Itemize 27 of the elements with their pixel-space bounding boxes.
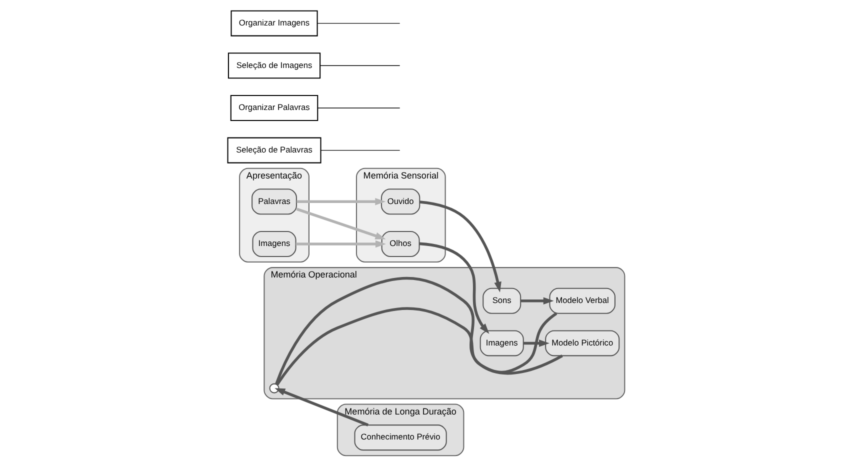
node-box: Palavras bbox=[252, 188, 297, 215]
node-box: Sons bbox=[482, 288, 522, 314]
arrow bbox=[296, 198, 386, 206]
node-box: Conhecimento Prévio bbox=[354, 424, 447, 451]
node-box: Olhos bbox=[381, 230, 420, 257]
node-box: Organizar Imagens bbox=[230, 10, 318, 36]
node-box: Modelo Verbal bbox=[549, 288, 616, 314]
connector bbox=[320, 65, 400, 66]
connector bbox=[317, 22, 400, 24]
node-box: Seleção de Imagens bbox=[228, 52, 321, 79]
connector bbox=[320, 150, 400, 151]
connector bbox=[276, 307, 558, 386]
node-box: Ouvido bbox=[380, 188, 420, 215]
arrow bbox=[420, 200, 502, 292]
node-circle bbox=[269, 383, 280, 394]
arrow bbox=[419, 242, 490, 334]
node-box: Seleção de Palavras bbox=[227, 137, 322, 164]
arrow bbox=[274, 388, 369, 426]
node-box: Imagens bbox=[480, 330, 524, 356]
arrow bbox=[524, 340, 550, 347]
arrow bbox=[296, 240, 386, 248]
node-box: Imagens bbox=[252, 230, 296, 257]
node-box: Modelo Pictórico bbox=[545, 330, 620, 356]
arrow bbox=[296, 208, 386, 240]
arrow bbox=[520, 297, 554, 305]
connector bbox=[275, 277, 563, 385]
node-box: Organizar Palavras bbox=[230, 94, 318, 121]
